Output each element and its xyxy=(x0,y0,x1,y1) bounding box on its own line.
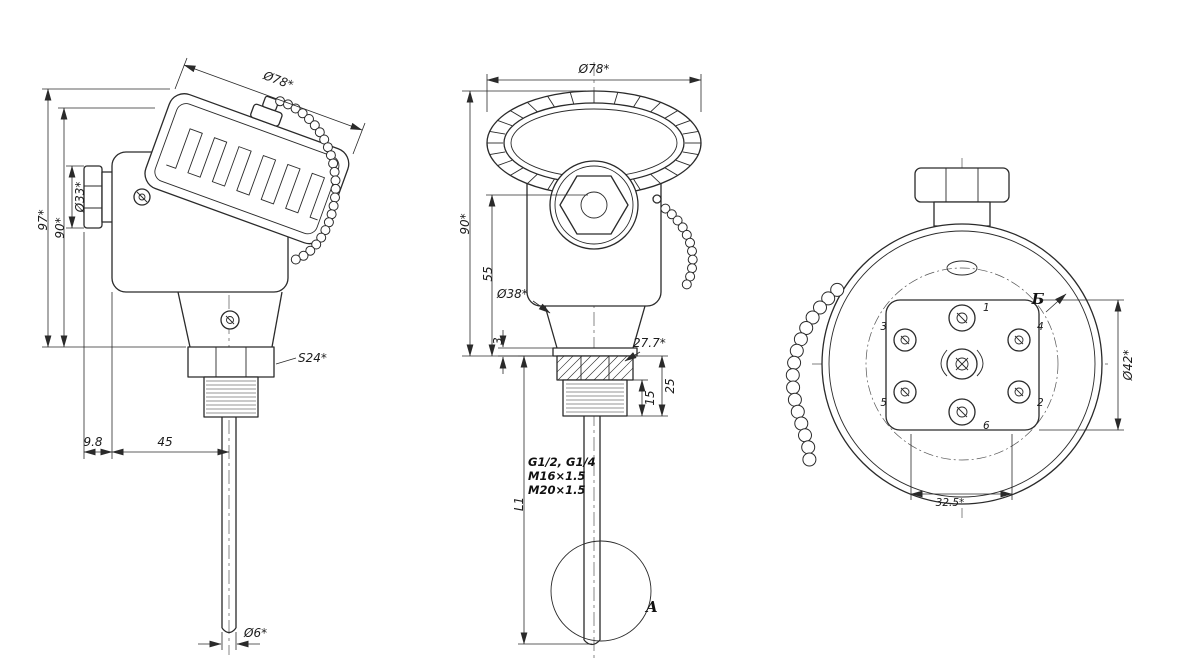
dim-dia78-side: Ø78* xyxy=(261,68,296,92)
dim-dia33: Ø33* xyxy=(73,182,87,214)
neck-screw xyxy=(220,310,240,330)
bolt-circle xyxy=(865,267,1059,461)
dim-90: 90* xyxy=(53,217,67,238)
front-view: A G1/2, G1/4 M16×1.5 M20×1.5 Ø78* 90* 55… xyxy=(458,62,702,658)
hex-fitting-front xyxy=(556,355,634,381)
wire-arc xyxy=(940,349,948,377)
terminal-5: 5 xyxy=(880,397,887,409)
view-arrow xyxy=(1045,293,1067,313)
top-hex-fitting xyxy=(914,167,1010,227)
dim-l1: L1 xyxy=(512,497,526,511)
terminal-4: 4 xyxy=(1037,321,1044,333)
meander-pattern xyxy=(166,128,326,221)
neck-front xyxy=(544,305,646,349)
dim-25: 25 xyxy=(663,378,677,393)
neck xyxy=(177,291,283,348)
view-label-b: Б xyxy=(1031,290,1045,308)
dim-55: 55 xyxy=(481,266,495,281)
dim-90-front: 90* xyxy=(458,213,472,234)
hex-plug-boss xyxy=(549,160,639,250)
dim-dia42: Ø42* xyxy=(1121,350,1135,382)
terminal-6: 6 xyxy=(983,420,990,432)
front-dimensions: Ø78* 90* 55 3 Ø38* 27.7* 25 15 xyxy=(458,62,702,645)
hex-plug xyxy=(559,175,629,235)
dim-dia78-front: Ø78* xyxy=(578,62,610,76)
dim-s24: S24* xyxy=(298,351,327,365)
thread-front xyxy=(562,379,628,417)
back-dimensions: Ø42* 32.5* xyxy=(910,299,1135,509)
detail-circle xyxy=(550,540,652,642)
view-direction: Б xyxy=(1031,290,1067,313)
terminal-screws xyxy=(893,304,1031,426)
thread-label-2: M16×1.5 xyxy=(528,469,585,483)
chain-back xyxy=(785,282,845,467)
dim-15: 15 xyxy=(643,390,657,405)
terminal-3: 3 xyxy=(880,321,887,333)
dim-32-5: 32.5* xyxy=(936,497,965,509)
detail-label-a: A xyxy=(644,598,658,616)
wire-arc xyxy=(976,349,984,377)
stem-front xyxy=(583,416,601,646)
dim-45: 45 xyxy=(157,435,172,449)
thread-label-1: G1/2, G1/4 xyxy=(528,455,596,469)
terminal-1: 1 xyxy=(983,302,990,314)
cap-castellation xyxy=(487,91,701,195)
dim-dia6: Ø6* xyxy=(243,626,267,640)
dim-97: 97* xyxy=(36,209,50,230)
dim-3: 3 xyxy=(491,337,505,345)
terminal-numbers: 1 2 3 4 5 6 xyxy=(880,302,1044,432)
chain-front xyxy=(652,194,698,290)
dim-dia38: Ø38* xyxy=(496,287,528,301)
flange xyxy=(552,347,638,357)
body-screw xyxy=(133,188,151,206)
dim-9-8: 9.8 xyxy=(83,435,102,449)
back-view: 1 2 3 4 5 6 Б Ø42* 32.5* xyxy=(785,158,1135,518)
thread-designations: G1/2, G1/4 M16×1.5 M20×1.5 xyxy=(528,455,596,497)
terminal-2: 2 xyxy=(1037,397,1044,409)
hex-nut xyxy=(187,346,275,378)
thread-section xyxy=(203,376,259,418)
dim-27-7: 27.7* xyxy=(633,336,666,350)
thread-label-3: M20×1.5 xyxy=(528,483,585,497)
side-view: 97* 90* Ø33* Ø78* S24* 9.8 45 Ø6* xyxy=(36,57,366,655)
chain-hole xyxy=(946,260,978,276)
cable-gland xyxy=(83,165,115,229)
cap-front xyxy=(486,90,702,196)
